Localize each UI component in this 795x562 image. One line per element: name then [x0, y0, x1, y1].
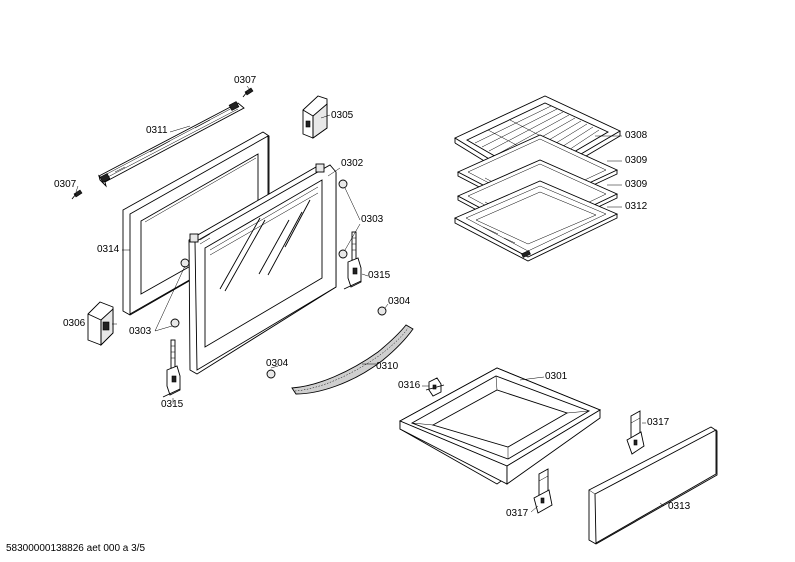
label-0303-right: 0303 [361, 214, 384, 225]
document-reference: 58300000138826 aet 000 a 3/5 [6, 543, 146, 554]
label-0317-left: 0317 [506, 508, 529, 519]
label-0311: 0311 [146, 125, 168, 136]
label-0301: 0301 [545, 371, 568, 382]
label-0314: 0314 [97, 244, 120, 255]
label-0303-left: 0303 [129, 326, 152, 337]
outer-door-part [188, 163, 337, 375]
clip-part [425, 377, 445, 397]
hinge-bracket-part-bottom [87, 301, 114, 347]
label-0307-top: 0307 [234, 75, 257, 86]
drawer-runner-part-left [533, 468, 553, 514]
bushing-part-left [170, 258, 190, 328]
drawer-front-panel-part [588, 426, 718, 545]
screw-part-left [71, 189, 83, 200]
drawer-tray-part [398, 367, 602, 485]
label-0309-upper: 0309 [625, 155, 648, 166]
bushing-part-right [338, 179, 348, 259]
drawer-runner-part-right [626, 410, 645, 455]
door-top-profile-part [98, 101, 245, 188]
label-0304-left: 0304 [266, 358, 289, 369]
leader-lines [75, 85, 665, 513]
deep-tray-part [453, 180, 619, 262]
label-0315-right: 0315 [368, 270, 391, 281]
label-0305: 0305 [331, 110, 354, 121]
hinge-part-right [343, 231, 362, 290]
hinge-bracket-part-top [302, 95, 328, 139]
label-0308: 0308 [625, 130, 648, 141]
hinge-part-left [162, 339, 181, 398]
label-0307-left: 0307 [54, 179, 77, 190]
door-handle-part [291, 324, 414, 395]
label-0312: 0312 [625, 201, 648, 212]
label-0310: 0310 [376, 361, 399, 372]
label-0306: 0306 [63, 318, 86, 329]
nut-part-right [377, 306, 387, 316]
label-0315-left: 0315 [161, 399, 184, 410]
label-0309-lower: 0309 [625, 179, 648, 190]
label-0317-right: 0317 [647, 417, 670, 428]
label-0313: 0313 [668, 501, 691, 512]
screw-part-top [242, 87, 254, 98]
inner-glass-panel-part [122, 131, 270, 316]
label-0302: 0302 [341, 158, 364, 169]
label-0304-right: 0304 [388, 296, 411, 307]
label-0316: 0316 [398, 380, 421, 391]
nut-part-left [266, 369, 276, 379]
